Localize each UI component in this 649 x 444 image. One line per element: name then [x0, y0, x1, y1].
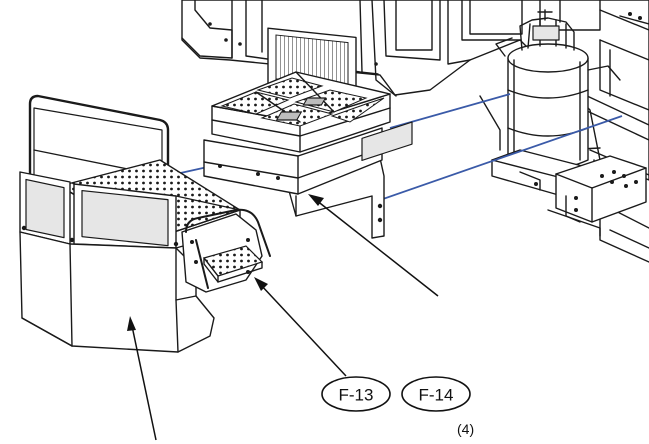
callout-f13-label: F-13: [339, 386, 374, 405]
callout-f14-label: F-14: [419, 386, 454, 405]
quantity-note: (4): [457, 421, 474, 437]
callout-f13: F-13: [321, 376, 391, 412]
callout-f14: F-14: [401, 376, 471, 412]
step-block-bracket: [547, 155, 647, 237]
leader-arrow-step: [254, 277, 347, 377]
battery-box-assembly: [203, 71, 413, 239]
leader-arrow-battery-box: [308, 194, 439, 297]
leader-lines: [127, 194, 439, 441]
platform-step-assembly: [19, 94, 271, 353]
leader-arrow-platform: [127, 316, 157, 441]
